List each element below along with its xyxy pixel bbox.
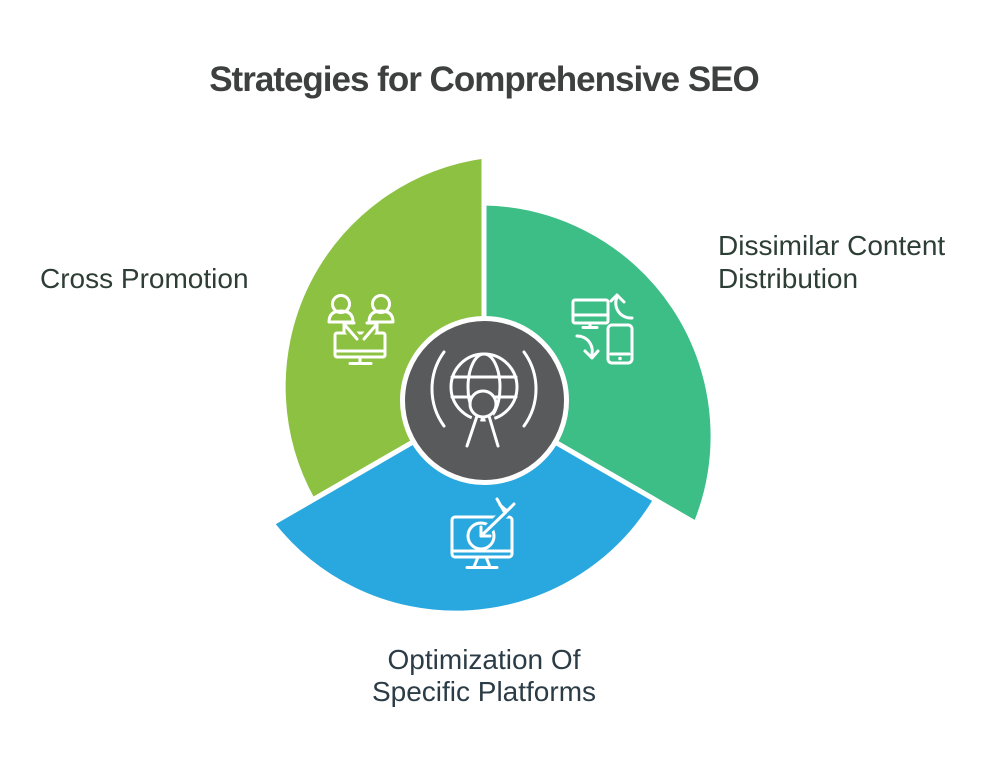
target-screen-icon bbox=[450, 494, 519, 569]
segment-optimization-of-specific-platforms bbox=[269, 398, 658, 616]
globe-beacon-icon bbox=[430, 350, 538, 451]
device-sync-icon bbox=[571, 293, 634, 365]
label-optimization-of-specific-platforms: Optimization Of Specific Platforms bbox=[371, 644, 597, 707]
label-dissimilar-content-distribution: Dissimilar Content Distribution bbox=[718, 230, 946, 294]
page-title: Strategies for Comprehensive SEO bbox=[209, 60, 760, 99]
audience-share-icon bbox=[327, 294, 395, 365]
label-cross-promotion: Cross Promotion bbox=[40, 263, 249, 294]
beacon-head bbox=[468, 389, 498, 419]
segment-dissimilar-content-distribution bbox=[481, 200, 716, 526]
